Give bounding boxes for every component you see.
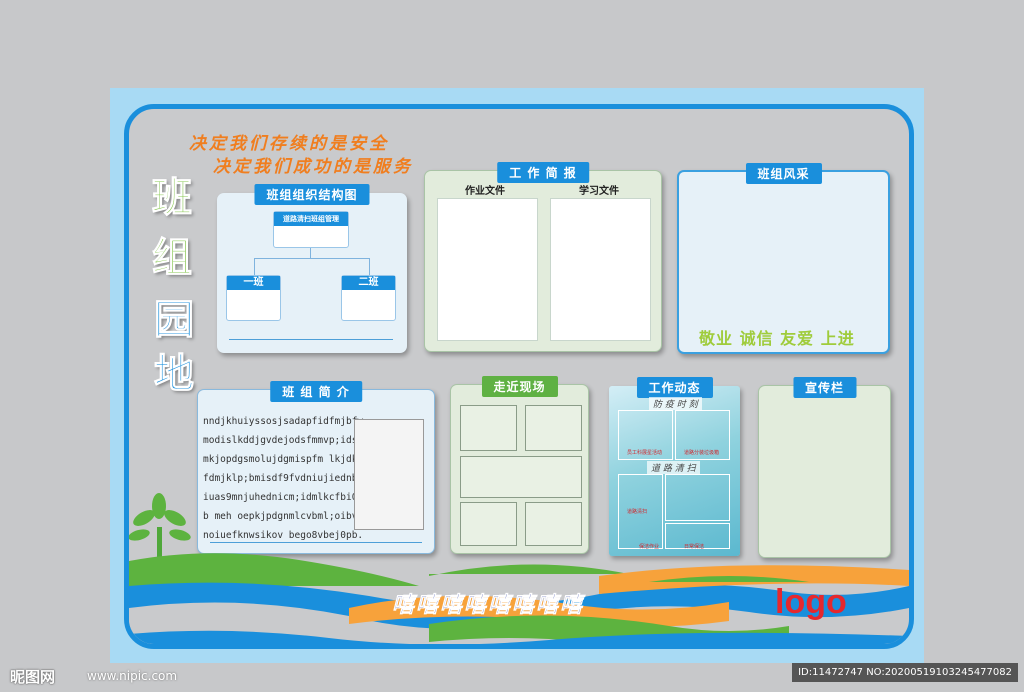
intro-line-4: fdmjklp;bmisdf9fvdniujiednbfj [203, 473, 369, 484]
bottom-slogan: 嘻嘻嘻嘻嘻嘻嘻嘻 [392, 592, 585, 619]
org-left-label: 一班 [227, 276, 280, 290]
board-inner-panel: 决定我们存续的是安全 决定我们成功的是服务 班 组 园 地 班组组织结构图 道路… [124, 104, 914, 649]
watermark-id: ID:11472747 NO:20200519103245477082 [792, 663, 1018, 682]
scene-photo-5 [525, 502, 582, 546]
team-style-panel: 班组风采 敬业 诚信 友爱 上进 [677, 163, 890, 354]
work-brief-panel: 工 作 简 报 作业文件 学习文件 [424, 162, 662, 352]
org-chart-title: 班组组织结构图 [254, 184, 370, 205]
promo-title: 宣传栏 [792, 377, 857, 398]
org-top-label: 道路清扫班组管理 [274, 212, 348, 226]
logo-placeholder: logo [775, 583, 847, 621]
dynamics-cell-2 [675, 410, 730, 460]
tree-icon [129, 493, 191, 560]
team-motto: 敬业 诚信 友爱 上进 [699, 329, 855, 348]
org-connector-horizontal [254, 258, 369, 259]
scene-photo-3 [460, 456, 582, 498]
epidemic-subtitle: 防 疫 时 刻 [649, 397, 702, 410]
dynamics-cell-5 [665, 523, 730, 549]
work-brief-title: 工 作 简 报 [497, 162, 589, 183]
intro-line-3: mkjopdgsmolujdgmispfm lkjdk [203, 454, 358, 465]
watermark-brand: 昵图网 [10, 668, 56, 686]
team-style-title: 班组风采 [745, 163, 822, 184]
org-connector-left [254, 258, 255, 275]
bottom-wave-decoration [129, 553, 909, 644]
work-file-label: 作业文件 [465, 186, 505, 197]
org-bottom-rule [229, 339, 393, 340]
study-file-label: 学习文件 [579, 186, 619, 197]
field-scene-title: 走近现场 [481, 376, 558, 397]
intro-line-2: modislkddjgvdejodsfmmvp;ids [203, 435, 358, 446]
org-connector-right [369, 258, 370, 275]
intro-line-6: b meh oepkjpdgnmlcvbml;oibv [203, 511, 358, 522]
intro-line-7: noiuefknwsikov bego8vbej0pb. [203, 530, 364, 541]
intro-line-5: iuas9mnjuhednicm;idmlkcfbi0 [203, 492, 358, 503]
work-dynamics-panel: 工作动态 防 疫 时 刻 员工科展星活动 道路分装垃圾箱 道 路 清 扫 道路清… [609, 377, 740, 556]
dynamics-cell-4 [665, 474, 730, 521]
field-scene-panel: 走近现场 [450, 376, 589, 554]
promo-panel: 宣传栏 [758, 377, 891, 558]
dynamics-cell-1 [618, 410, 673, 460]
intro-line-1: nndjkhuiyssosjsadapfidfmjbfw [203, 416, 364, 427]
vertical-title-char-2: 组 [152, 235, 193, 281]
org-left-box: 一班 [226, 275, 281, 321]
org-right-box: 二班 [341, 275, 396, 321]
scene-photo-1 [460, 405, 517, 451]
dynamics-caption-1: 员工科展星活动 [627, 450, 663, 456]
org-connector-vertical [310, 248, 311, 258]
slogan-line-1: 决定我们存续的是安全 [189, 134, 389, 154]
dynamics-cell-3 [618, 474, 663, 549]
dynamics-caption-3: 道路清扫 [627, 509, 648, 515]
intro-bottom-rule [210, 542, 422, 543]
scene-photo-2 [525, 405, 582, 451]
dynamics-caption-5: 日常保洁 [684, 544, 705, 550]
work-dynamics-title: 工作动态 [636, 377, 713, 398]
vertical-title-char-4: 地 [154, 351, 195, 397]
slogan-line-2: 决定我们成功的是服务 [213, 157, 413, 177]
vertical-title-char-1: 班 [152, 175, 193, 221]
dynamics-caption-2: 道路分装垃圾箱 [684, 450, 720, 456]
intro-photo-slot [354, 419, 424, 530]
study-file-slot [550, 198, 651, 341]
work-file-slot [437, 198, 538, 341]
org-top-box: 道路清扫班组管理 [273, 211, 349, 248]
watermark-site: www.nipic.com [87, 669, 178, 683]
team-intro-panel: 班 组 简 介 nndjkhuiyssosjsadapfidfmjbfw mod… [197, 381, 435, 554]
scene-photo-4 [460, 502, 517, 546]
team-intro-title: 班 组 简 介 [270, 381, 362, 402]
dynamics-caption-4: 保洁作业 [639, 544, 660, 550]
vertical-title-char-3: 园 [154, 297, 195, 343]
board-outer-frame: 决定我们存续的是安全 决定我们成功的是服务 班 组 园 地 班组组织结构图 道路… [110, 88, 924, 663]
org-chart-panel: 班组组织结构图 道路清扫班组管理 一班 二班 [217, 184, 407, 353]
org-right-label: 二班 [342, 276, 395, 290]
road-clean-subtitle: 道 路 清 扫 [647, 461, 700, 474]
